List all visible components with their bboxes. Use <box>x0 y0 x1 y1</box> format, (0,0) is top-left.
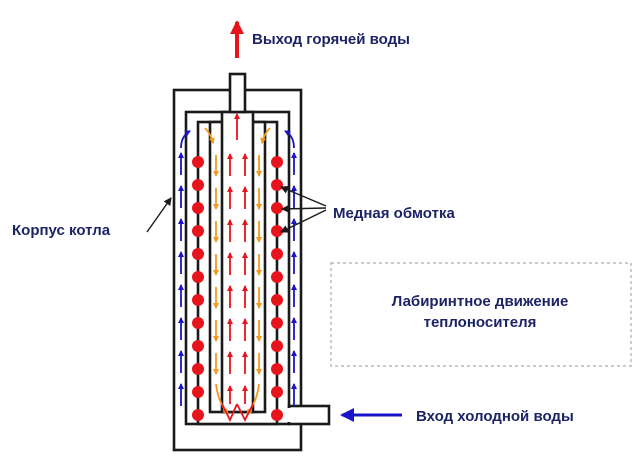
flow-arrows <box>178 113 297 423</box>
copper-winding-label: Медная обмотка <box>333 205 455 222</box>
boiler-body-leader <box>146 197 172 233</box>
maze-note-line1: Лабиринтное движение <box>392 293 569 310</box>
hot-outlet-label: Выход горячей воды <box>252 31 410 48</box>
cold-inlet-label: Вход холодной воды <box>416 408 574 425</box>
winding-leaders <box>280 186 327 233</box>
boiler-body-label: Корпус котла <box>12 222 111 239</box>
maze-note-line2: теплоносителя <box>424 314 537 331</box>
maze-note-box <box>330 262 632 367</box>
copper-coil-left <box>192 156 204 421</box>
copper-coil-right <box>271 156 283 421</box>
